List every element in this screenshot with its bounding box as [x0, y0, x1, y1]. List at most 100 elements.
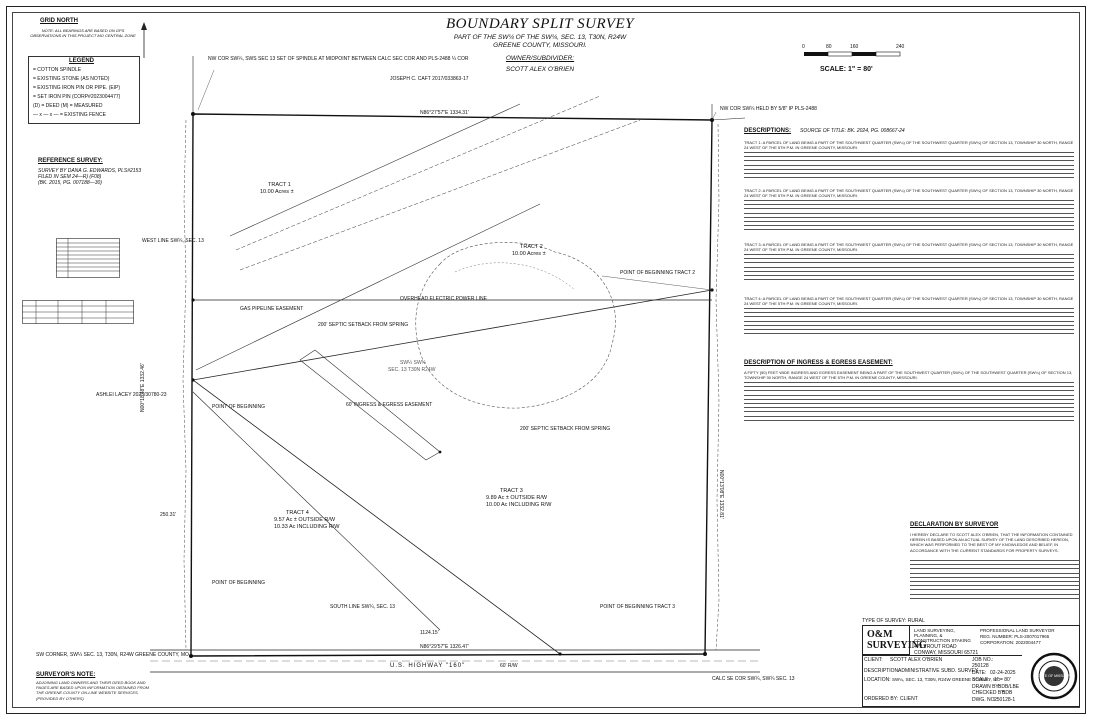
title-block: [862, 625, 1080, 707]
gas-easement-label: GAS PIPELINE EASEMENT: [240, 306, 304, 312]
client-value: SCOTT ALEX O'BRIEN: [890, 657, 943, 663]
survey-type: TYPE OF SURVEY: RURAL: [862, 618, 925, 624]
sw-corner-label: SW CORNER, SW¼ SEC. 13, T30N, R24W GREEN…: [36, 652, 189, 658]
drawn-label: DRAWN BY:: [972, 684, 1000, 690]
septic-label: 200' SEPTIC SETBACK FROM SPRING: [520, 426, 611, 432]
scale-bar: [804, 51, 901, 57]
firm-address2: CONWAY, MISSOURI 65721: [914, 650, 979, 656]
highway-width: 60' R/W: [500, 663, 518, 669]
dim-b: 1124.15': [420, 630, 439, 636]
adjacent-owner2: ASHLEI LACEY 2023/30780-23: [96, 392, 167, 398]
descriptions-heading: DESCRIPTIONS:: [744, 128, 792, 134]
owner-name: SCOTT ALEX O'BRIEN: [505, 66, 575, 73]
firm-address1: 472 TROUT ROAD: [914, 644, 957, 650]
se-corner-label: CALC SE COR SW¼, SW¼ SEC. 13: [712, 676, 795, 682]
bearing-top: N86°27'57"E 1334.31': [420, 110, 469, 116]
dwg-value: 250128-1: [994, 697, 1016, 703]
adjacent-owner: JOSEPH C. CAFT 2017/033863-17: [390, 76, 469, 82]
job-no-label: JOB NO.:: [972, 657, 994, 663]
grid-north-heading: GRID NORTH: [40, 18, 78, 24]
legend-item: = SET IRON PIN (CORP#2023004477): [33, 94, 121, 100]
tract3-area2: 10.00 Ac INCLUDING R/W: [486, 502, 552, 508]
declaration-heading: DECLARATION BY SURVEYOR: [910, 522, 999, 528]
firm-tagline: LAND SURVEYING, PLANNING, & CONSTRUCTION…: [914, 628, 971, 643]
tract1-area: 10.00 Acres ±: [260, 189, 294, 195]
tract2-label: TRACT 2: [520, 244, 543, 250]
bearing-bottom: N86°29'57"E 1326.47': [420, 644, 469, 650]
easement-description: A FIFTY (50) FEET WIDE INGRESS AND EGRES…: [744, 370, 1073, 381]
legend-list: = COTTON SPINDLE = EXISTING STONE (AS NO…: [33, 67, 137, 118]
legend-box: LEGEND = COTTON SPINDLE = EXISTING STONE…: [28, 56, 140, 124]
firm-logo: O&M SURVEYING: [867, 629, 927, 651]
tract3-description: TRACT 3: A PARCEL OF LAND BEING A PART O…: [744, 242, 1074, 253]
section-label: SW¼ SW¼: [400, 360, 426, 366]
sheet-inner-border: [12, 12, 1080, 708]
pob-tract1-label: POINT OF BEGINNING: [212, 404, 265, 410]
firm-logo-box: O&M SURVEYING: [862, 625, 927, 655]
scale-tick: 80: [826, 44, 832, 50]
tract4-description-body: [744, 308, 1074, 337]
tract1-label: TRACT 1: [268, 182, 291, 188]
grid-north-note: NOTE: ALL BEARINGS ARE BASED ON GPS OBSE…: [30, 28, 136, 38]
license-label: PROFESSIONAL LAND SURVEYOR: [980, 628, 1055, 633]
pob-tract4-label: POINT OF BEGINNING: [212, 580, 265, 586]
description-value: ADMINISTRATIVE SUBD. SURVEY: [898, 668, 979, 674]
declaration-body: [910, 560, 1080, 602]
dim-a: 250.31': [160, 512, 177, 518]
page-title: BOUNDARY SPLIT SURVEY: [445, 16, 635, 32]
surveyor-seal-icon: [1030, 652, 1078, 700]
description-label: DESCRIPTION:: [864, 668, 900, 674]
tract2-description: TRACT 2: A PARCEL OF LAND BEING A PART O…: [744, 188, 1074, 199]
tract3-area1: 9.89 Ac ± OUTSIDE R/W: [486, 495, 548, 501]
easement-description-heading: DESCRIPTION OF INGRESS & EGRESS EASEMENT…: [744, 360, 893, 366]
subtitle-line1: PART OF THE SW¼ OF THE SW¼, SEC. 13, T30…: [453, 34, 627, 41]
tract4-area2: 10.33 Ac INCLUDING R/W: [274, 524, 340, 530]
pob-tract3-label: POINT OF BEGINNING TRACT 3: [600, 604, 676, 610]
section-label2: SEC. 13 T30N R24W: [388, 367, 436, 373]
declaration-text: I HEREBY DECLARE TO SCOTT ALEX O'BRIEN, …: [910, 532, 1073, 553]
easement-description-body: [744, 382, 1074, 424]
legend-item: (D) = DEED (M) = MEASURED: [33, 103, 103, 109]
legend-heading: LEGEND: [69, 58, 95, 64]
surveyors-note-text: ADJOINING LAND OWNERS AND THEIR DEED BOO…: [36, 680, 149, 701]
dwg-label: DWG. NO.:: [972, 697, 998, 703]
surveyors-note-heading: SURVEYOR'S NOTE:: [36, 672, 96, 678]
reference-line: (BK. 2015, PG. 007188—30): [38, 180, 102, 186]
tract2-description-body: [744, 200, 1074, 234]
location-label: LOCATION:: [864, 677, 891, 683]
tract4-area1: 9.57 Ac ± OUTSIDE R/W: [274, 517, 336, 523]
license-number: REG. NUMBER: PLS-2007017965: [980, 634, 1050, 639]
legend-item: = COTTON SPINDLE: [33, 67, 82, 73]
corp-number: CORPORATION: 2022004477: [980, 640, 1041, 645]
location-value: SW¼, SEC. 13, T30N, R24W GREENE COUNTY, …: [892, 677, 1001, 682]
west-line-label: WEST LINE SW¼, SEC. 13: [142, 238, 204, 244]
legend-item: = EXISTING IRON PIN OR PIPE. (EIP): [33, 85, 121, 91]
scale-tick: 240: [896, 44, 905, 50]
highway-label: U.S. HIGHWAY "160": [390, 663, 466, 669]
bearing-east: N00°13'08"E 1332.81': [718, 470, 724, 519]
bearing-west: N00°18'48"E 1332.46': [140, 363, 146, 412]
pob-tract2-label: POINT OF BEGINNING TRACT 2: [620, 270, 696, 276]
scale-tick: 160: [850, 44, 859, 50]
title-source: SOURCE OF TITLE: BK. 2024, PG. 008667-24: [800, 128, 905, 134]
septic-label: 200' SEPTIC SETBACK FROM SPRING: [318, 322, 409, 328]
drawn-value: BDB/LBE: [998, 684, 1020, 690]
checked-label: CHECKED BY:: [972, 690, 1006, 696]
reference-survey-heading: REFERENCE SURVEY:: [38, 158, 103, 164]
seal-text: STATE OF MISSOURI: [1036, 674, 1072, 678]
date-label: DATE:: [972, 670, 987, 676]
curve-table: [56, 238, 120, 278]
tract3-label: TRACT 3: [500, 488, 523, 494]
tract1-description-body: [744, 152, 1074, 181]
tract3-description-body: [744, 254, 1074, 283]
scale-value-tb: 1" = 80': [994, 677, 1011, 683]
north-arrow-icon: [141, 22, 147, 58]
subtitle-line2: GREENE COUNTY, MISSOURI.: [493, 42, 587, 49]
client-label: CLIENT:: [864, 657, 883, 663]
line-table: [22, 300, 134, 324]
south-line-label: SOUTH LINE SW¼, SEC. 13: [330, 604, 396, 610]
tract1-description: TRACT 1: A PARCEL OF LAND BEING A PART O…: [744, 140, 1074, 151]
scale-label-tb: SCALE:: [972, 677, 990, 683]
ne-corner-label: NW COR SW¼ HELD BY 5/8" IP PLS-2488: [720, 106, 817, 112]
